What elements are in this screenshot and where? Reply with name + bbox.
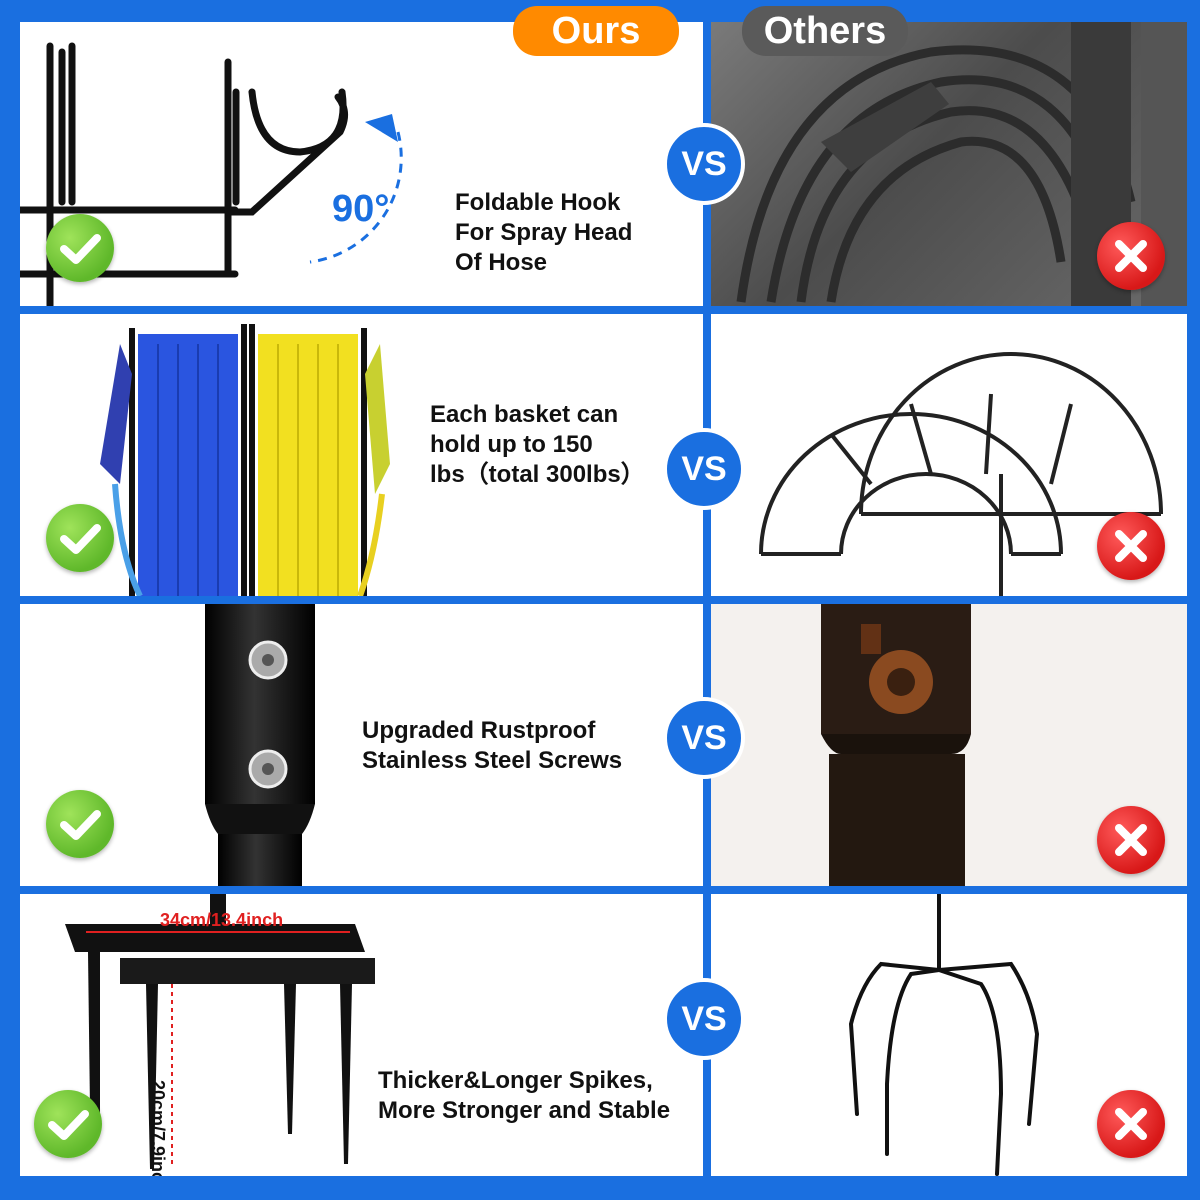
check-icon <box>48 1110 89 1140</box>
vs-badge-2: VS <box>663 428 745 510</box>
ours-screws-panel: Upgraded Rustproof Stainless Steel Screw… <box>20 604 703 886</box>
vs-badge-1: VS <box>663 123 745 205</box>
curved-arrow-icon <box>309 131 403 264</box>
hook-caption: Foldable Hook For Spray Head Of Hose <box>455 189 633 276</box>
check-badge-4 <box>34 1090 102 1158</box>
spikes-caption: Thicker&Longer Spikes, More Stronger and… <box>378 1067 671 1124</box>
foldable-hook-illustration <box>20 42 403 306</box>
vs-badge-3: VS <box>663 697 745 779</box>
others-rusty-panel <box>711 604 1187 886</box>
check-icon <box>60 810 101 840</box>
basket-caption: Each basket can hold up to 150 lbs（total… <box>430 401 645 488</box>
cross-badge-1 <box>1097 222 1165 290</box>
ours-tab: Ours <box>513 6 679 56</box>
cross-icon <box>1115 240 1147 272</box>
others-hose-panel <box>711 22 1187 306</box>
vs-label: VS <box>681 449 727 488</box>
thin-spikes-illustration <box>848 894 1040 1176</box>
others-thin-spikes-panel <box>711 894 1187 1176</box>
check-icon <box>60 524 101 554</box>
vs-label: VS <box>681 144 727 183</box>
length-dimension-label: 20cm/7.9inch <box>148 1080 168 1176</box>
check-badge-1 <box>46 214 114 282</box>
ours-spikes-panel: 34cm/13.4inch 20cm/7.9inch Thicker&Longe… <box>20 894 703 1176</box>
cross-badge-2 <box>1097 512 1165 580</box>
check-icon <box>60 234 101 264</box>
screws-caption: Upgraded Rustproof Stainless Steel Screw… <box>362 717 623 774</box>
check-badge-3 <box>46 790 114 858</box>
cross-badge-4 <box>1097 1090 1165 1158</box>
stainless-screws-illustration <box>205 604 315 886</box>
hose-baskets-illustration <box>100 324 390 596</box>
ours-basket-panel: Each basket can hold up to 150 lbs（total… <box>20 314 703 596</box>
width-dimension-label: 34cm/13.4inch <box>160 910 284 930</box>
others-tab: Others <box>742 6 908 56</box>
ours-label: Ours <box>551 9 641 52</box>
cross-badge-3 <box>1097 806 1165 874</box>
cross-icon <box>1115 1108 1147 1140</box>
cross-icon <box>1115 824 1147 856</box>
thick-spikes-illustration <box>65 894 375 1169</box>
vs-label: VS <box>681 999 727 1038</box>
others-label: Others <box>763 9 887 52</box>
vs-badge-4: VS <box>663 978 745 1060</box>
check-badge-2 <box>46 504 114 572</box>
vs-label: VS <box>681 718 727 757</box>
cross-icon <box>1115 530 1147 562</box>
semicircle-reel-illustration <box>759 352 1163 596</box>
tangled-hose-photo <box>736 22 1187 306</box>
angle-label: 90° <box>332 188 390 230</box>
rusty-pole-photo <box>821 604 971 886</box>
others-reel-panel <box>711 314 1187 596</box>
ours-hook-panel: 90° Foldable Hook For Spray Head Of Hose <box>20 22 703 306</box>
